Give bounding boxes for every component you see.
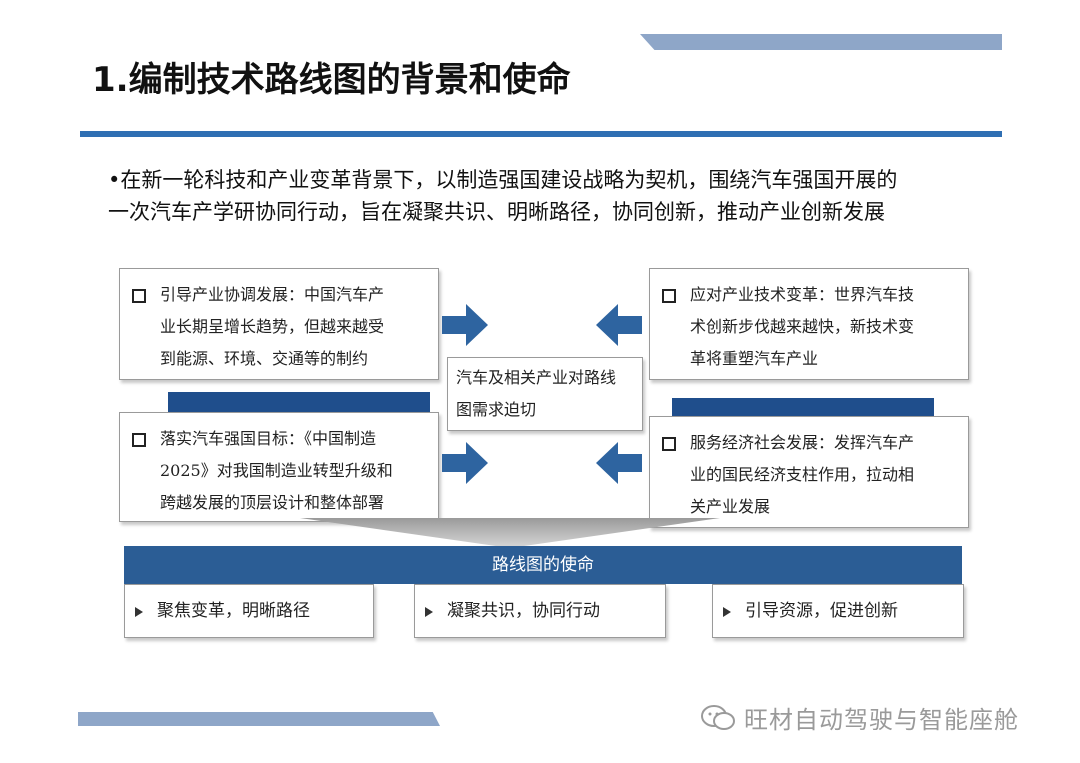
box-line: 到能源、环境、交通等的制约	[160, 349, 369, 368]
box-line: 服务经济社会发展：发挥汽车产	[690, 433, 915, 452]
box-auto-power-goal: 落实汽车强国目标：《中国制造 2025》对我国制造业转型升级和 跨越发展的顶层设…	[119, 412, 439, 522]
box-line: 2025》对我国制造业转型升级和	[160, 461, 393, 480]
box-line: 术创新步伐越来越快，新技术变	[690, 317, 915, 336]
box-line: 落实汽车强国目标：《中国制造	[160, 429, 377, 448]
bottom-decorative-stripe	[78, 712, 440, 726]
arrow-right-icon	[442, 304, 488, 346]
center-line: 汽车及相关产业对路线	[456, 368, 617, 387]
box-coordinated-development: 引导产业协调发展：中国汽车产 业长期呈增长趋势，但越来越受 到能源、环境、交通等…	[119, 268, 439, 380]
intro-line-2: 一次汽车产学研协同行动，旨在凝聚共识、明晰路径，协同创新，推动产业创新发展	[108, 200, 885, 224]
box-serve-economy: 服务经济社会发展：发挥汽车产 业的国民经济支柱作用，拉动相 关产业发展	[649, 416, 969, 528]
box-line: 业长期呈增长趋势，但越来越受	[160, 317, 385, 336]
checkbox-icon	[132, 433, 146, 447]
triangle-bullet-icon	[135, 607, 143, 617]
checkbox-icon	[662, 289, 676, 303]
center-line: 图需求迫切	[456, 400, 537, 419]
box-line: 革将重塑汽车产业	[690, 349, 819, 368]
box-line: 关产业发展	[690, 497, 771, 516]
mission-item-label: 凝聚共识，协同行动	[447, 601, 600, 621]
arrow-left-icon	[596, 304, 642, 346]
mission-item-label: 引导资源，促进创新	[745, 601, 898, 621]
intro-line-1: •在新一轮科技和产业变革背景下，以制造强国建设战略为契机，围绕汽车强国开展的	[108, 168, 898, 192]
top-decorative-stripe	[640, 34, 1002, 50]
box-technology-change: 应对产业技术变革：世界汽车技 术创新步伐越来越快，新技术变 革将重塑汽车产业	[649, 268, 969, 380]
right-lower-bar	[672, 398, 934, 420]
title-divider	[80, 131, 1002, 137]
checkbox-icon	[132, 289, 146, 303]
arrow-left-icon	[596, 442, 642, 484]
box-line: 业的国民经济支柱作用，拉动相	[690, 465, 915, 484]
mission-item: 引导资源，促进创新	[712, 584, 964, 638]
arrow-right-icon	[442, 442, 488, 484]
mission-item: 聚焦变革，明晰路径	[124, 584, 374, 638]
mission-item: 凝聚共识，协同行动	[414, 584, 666, 638]
watermark-text: 旺材自动驾驶与智能座舱	[744, 706, 1019, 734]
box-line: 应对产业技术变革：世界汽车技	[690, 285, 915, 304]
wechat-icon	[700, 704, 736, 738]
center-demand-box: 汽车及相关产业对路线 图需求迫切	[447, 357, 643, 431]
page-title: 1.编制技术路线图的背景和使命	[92, 60, 571, 100]
triangle-bullet-icon	[425, 607, 433, 617]
mission-header: 路线图的使命	[124, 546, 962, 584]
intro-paragraph: •在新一轮科技和产业变革背景下，以制造强国建设战略为契机，围绕汽车强国开展的 一…	[108, 164, 988, 228]
box-line: 引导产业协调发展：中国汽车产	[160, 285, 385, 304]
box-line: 跨越发展的顶层设计和整体部署	[160, 493, 385, 512]
mission-item-label: 聚焦变革，明晰路径	[157, 601, 310, 621]
watermark: 旺材自动驾驶与智能座舱	[700, 700, 1019, 738]
checkbox-icon	[662, 437, 676, 451]
triangle-bullet-icon	[723, 607, 731, 617]
funnel-shape	[300, 518, 720, 548]
